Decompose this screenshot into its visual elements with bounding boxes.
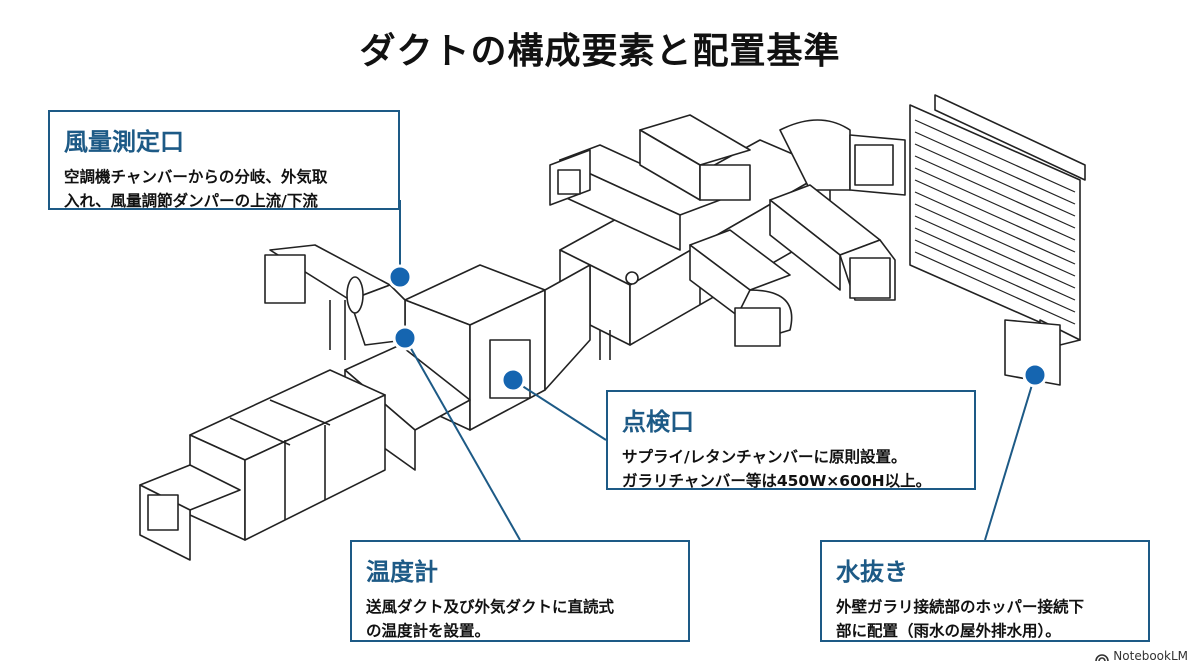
branch-duct-right-down xyxy=(769,184,896,301)
air-handling-unit xyxy=(139,369,386,561)
branch-duct-upper-middle xyxy=(639,114,751,201)
callout-text: 空調機チャンバーからの分岐、外気取 入れ、風量調節ダンパーの上流/下流 xyxy=(64,168,328,210)
callout-heading: 風量測定口 xyxy=(64,128,184,156)
branch-duct-left xyxy=(264,244,611,360)
callout-text: サプライ/レタンチャンバーに原則設置。 ガラリチャンバー等は450W×600H以… xyxy=(622,448,932,490)
callout-heading: 点検口 xyxy=(622,408,694,436)
exterior-louver xyxy=(909,94,1086,386)
leader-lines xyxy=(399,200,1036,541)
callout-text: 送風ダクト及び外気ダクトに直読式 の温度計を設置。 xyxy=(366,598,615,640)
callout-drain: 水抜き 外壁ガラリ接続部のホッパー接続下 部に配置（雨水の屋外排水用）。 xyxy=(820,540,1150,642)
location-marker-icon xyxy=(387,264,1048,393)
callout-heading: 温度計 xyxy=(366,558,438,586)
callout-airflow-port: 風量測定口 空調機チャンバーからの分岐、外気取 入れ、風量調節ダンパーの上流/下… xyxy=(48,110,400,210)
notebooklm-logo-icon xyxy=(1095,654,1110,662)
brand-watermark: NotebookLM xyxy=(1095,649,1188,663)
callout-heading: 水抜き xyxy=(836,558,908,586)
callout-text: 外壁ガラリ接続部のホッパー接続下 部に配置（雨水の屋外排水用）。 xyxy=(836,598,1085,640)
louver-slats xyxy=(914,119,1076,325)
branch-duct-upper-right xyxy=(779,119,906,196)
callout-inspection-port: 点検口 サプライ/レタンチャンバーに原則設置。 ガラリチャンバー等は450W×6… xyxy=(606,390,976,490)
branch-duct-lower-middle xyxy=(689,229,793,347)
page-title: ダクトの構成要素と配置基準 xyxy=(359,31,841,72)
brand-label: NotebookLM xyxy=(1113,649,1188,663)
callout-thermometer: 温度計 送風ダクト及び外気ダクトに直読式 の温度計を設置。 xyxy=(350,540,690,642)
